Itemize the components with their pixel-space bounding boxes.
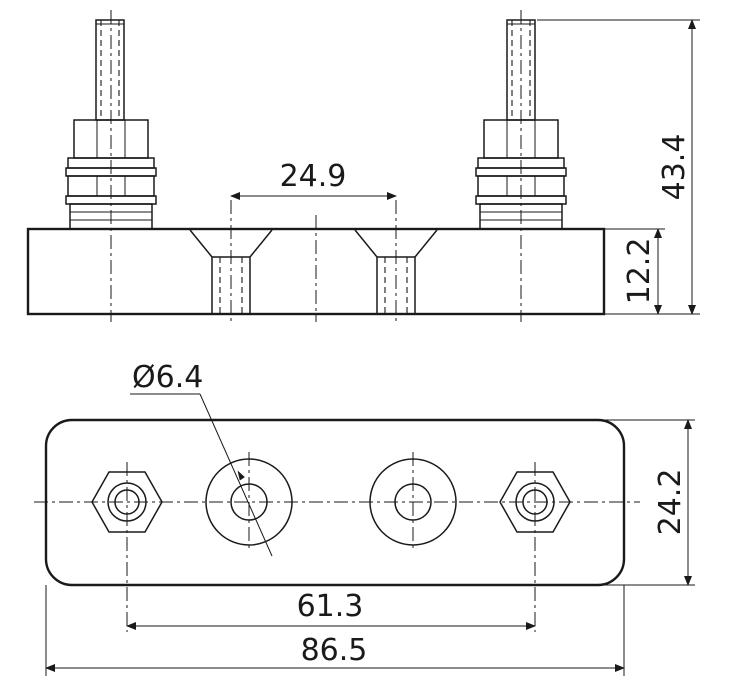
right-stud	[475, 10, 567, 322]
right-mounting-hole	[369, 452, 457, 552]
dim-overall-length-label: 86.5	[301, 633, 368, 668]
dim-hole-diameter: Ø6.4	[130, 360, 273, 557]
dim-width-label: 24.2	[653, 469, 688, 536]
left-mounting-hole	[205, 452, 293, 552]
left-stud	[65, 10, 157, 322]
top-view: Ø6.4 61.3 86.5 24.2	[34, 360, 695, 676]
dim-overall-length: 86.5	[45, 585, 625, 676]
dim-total-height: 43.4	[537, 19, 700, 315]
dim-slot-spacing-label: 24.9	[280, 159, 347, 194]
dim-stud-spacing: 61.3	[126, 589, 536, 630]
dim-base-height-label: 12.2	[622, 238, 657, 305]
left-hex-nut	[91, 462, 163, 632]
right-hex-nut	[499, 462, 571, 632]
dim-base-height: 12.2	[604, 228, 665, 315]
dim-total-height-label: 43.4	[657, 134, 692, 201]
dim-slot-spacing: 24.9	[230, 159, 397, 200]
dim-stud-spacing-label: 61.3	[297, 589, 364, 624]
dim-width: 24.2	[600, 419, 695, 586]
dim-hole-diameter-label: Ø6.4	[132, 360, 203, 395]
side-view: 24.9 43.4 12.2	[26, 10, 700, 322]
